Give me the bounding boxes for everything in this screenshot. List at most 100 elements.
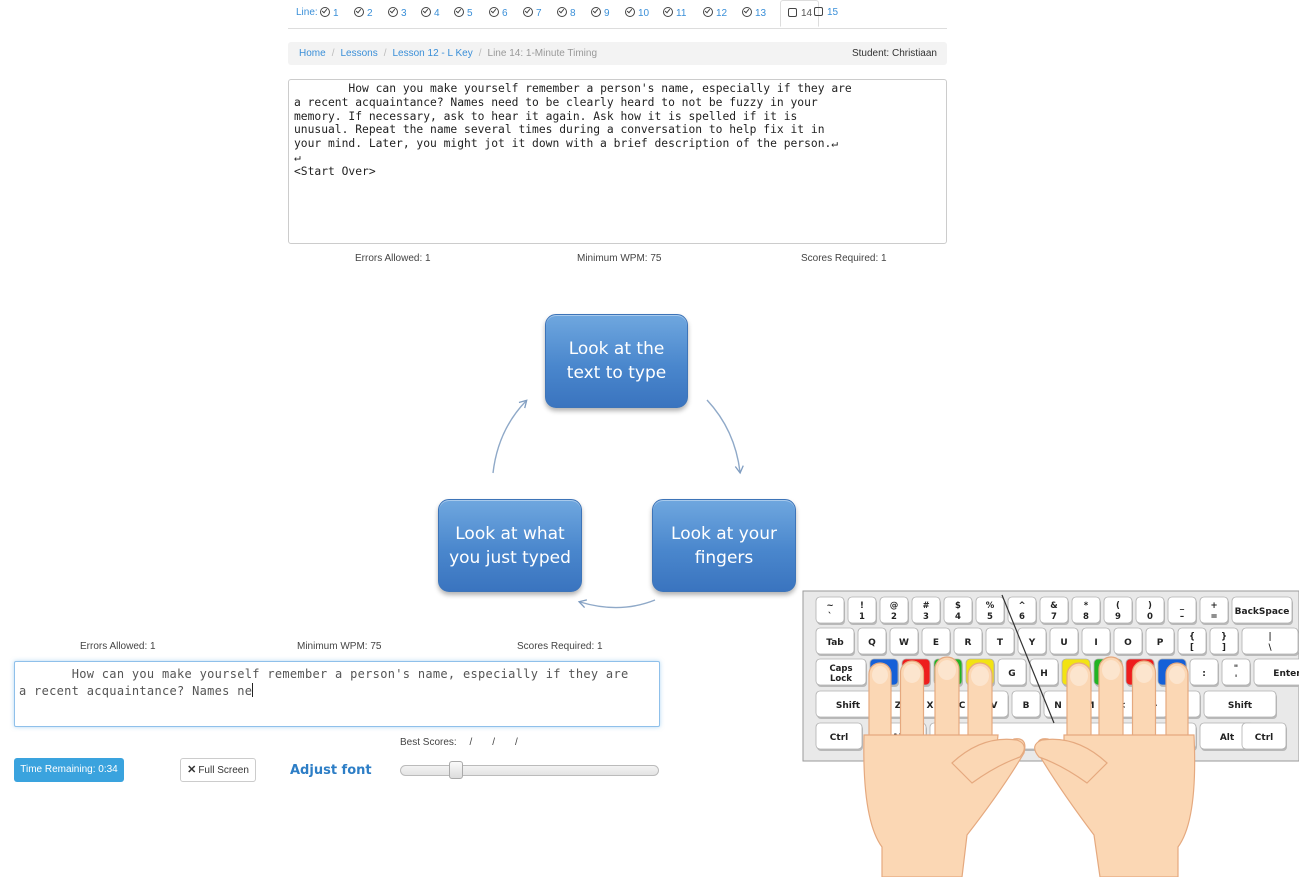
key-2 bbox=[879, 596, 909, 624]
tab-label: 13 bbox=[755, 8, 767, 19]
key-label: 0 bbox=[1147, 612, 1153, 622]
key-label-shift: " bbox=[1234, 664, 1238, 674]
key-label: X bbox=[927, 701, 934, 711]
tab-line-6[interactable]: 6 bbox=[489, 7, 508, 19]
check-circle-icon bbox=[454, 7, 464, 17]
key-Y bbox=[1017, 627, 1047, 655]
tab-line-12[interactable]: 12 bbox=[703, 7, 727, 19]
key-backspace bbox=[1231, 596, 1293, 624]
key-label: G bbox=[1008, 669, 1015, 679]
key-label: R bbox=[965, 638, 972, 648]
expand-icon: ✕ bbox=[187, 764, 197, 776]
font-size-slider[interactable] bbox=[400, 765, 659, 776]
left-ring-finger bbox=[899, 660, 925, 751]
tab-line-2[interactable]: 2 bbox=[354, 7, 373, 19]
errors-allowed: Errors Allowed: 1 bbox=[355, 253, 431, 264]
key-label: E bbox=[933, 638, 939, 648]
key-label: Shift bbox=[836, 701, 861, 711]
key-P bbox=[1145, 627, 1175, 655]
tab-line-14[interactable]: 14 bbox=[780, 0, 820, 27]
key-= bbox=[1199, 596, 1229, 624]
check-circle-icon bbox=[625, 7, 635, 17]
key-label: T bbox=[997, 638, 1004, 648]
breadcrumb: Home/Lessons/Lesson 12 - L Key/Line 14: … bbox=[299, 48, 598, 59]
tab-label: 4 bbox=[434, 8, 440, 19]
check-circle-icon bbox=[703, 7, 713, 17]
key-label: Tab bbox=[826, 638, 844, 648]
key-label: Caps bbox=[829, 664, 852, 674]
cycle-step-look-at-text-label: Look at the text to type bbox=[566, 339, 667, 383]
key-label-shift: + bbox=[1210, 601, 1217, 611]
key-U bbox=[1049, 627, 1079, 655]
key-label: ` bbox=[828, 611, 832, 622]
key-label: N bbox=[1054, 701, 1062, 711]
tab-line-4[interactable]: 4 bbox=[421, 7, 440, 19]
tab-line-1[interactable]: 1 bbox=[320, 7, 339, 19]
check-circle-icon bbox=[421, 7, 431, 17]
check-circle-icon bbox=[489, 7, 499, 17]
right-ring-finger-nail bbox=[1135, 664, 1153, 683]
right-middle-finger-nail bbox=[1102, 660, 1120, 680]
key-Tab bbox=[815, 627, 855, 655]
key-label: I bbox=[1094, 638, 1097, 648]
key-label: Shift bbox=[1228, 701, 1253, 711]
typing-input[interactable]: How can you make yourself remember a per… bbox=[14, 661, 660, 727]
tab-line-15[interactable]: 15 bbox=[814, 7, 838, 18]
left-middle-finger-nail bbox=[938, 660, 956, 680]
check-circle-icon bbox=[388, 7, 398, 17]
key-label-shift: | bbox=[1268, 632, 1271, 642]
breadcrumb-home[interactable]: Home bbox=[299, 48, 326, 59]
tab-line-8[interactable]: 8 bbox=[557, 7, 576, 19]
right-ring-finger bbox=[1131, 660, 1157, 751]
breadcrumb-lesson[interactable]: Lesson 12 - L Key bbox=[392, 48, 473, 59]
tab-line-10[interactable]: 10 bbox=[625, 7, 649, 19]
square-icon bbox=[788, 8, 797, 17]
tab-label: 14 bbox=[801, 8, 813, 19]
cycle-step-look-at-fingers-label: Look at your fingers bbox=[671, 523, 777, 568]
key-– bbox=[1167, 596, 1197, 624]
key-label-shift: % bbox=[986, 601, 995, 611]
key-Enter bbox=[1253, 658, 1299, 686]
right-pinky-finger-nail bbox=[1169, 666, 1185, 684]
key-label: H bbox=[1040, 669, 1048, 679]
key-B bbox=[1011, 690, 1041, 718]
key-label: : bbox=[1202, 669, 1206, 679]
tab-label: 3 bbox=[401, 8, 407, 19]
key-label-shift: } bbox=[1221, 632, 1227, 642]
cycle-step-look-at-fingers: Look at your fingers bbox=[652, 499, 796, 592]
key-label-shift: ) bbox=[1148, 601, 1152, 611]
key-punct bbox=[1221, 658, 1251, 686]
tab-label: 12 bbox=[716, 8, 728, 19]
key-label-shift: # bbox=[922, 601, 929, 611]
key-0 bbox=[1135, 596, 1165, 624]
cycle-step-look-at-typed-label: Look at what you just typed bbox=[449, 523, 571, 568]
tab-line-7[interactable]: 7 bbox=[523, 7, 542, 19]
key-` bbox=[815, 596, 845, 624]
check-circle-icon bbox=[354, 7, 364, 17]
tab-line-11[interactable]: 11 bbox=[663, 7, 686, 19]
key-5 bbox=[975, 596, 1005, 624]
key-label: – bbox=[1180, 612, 1184, 622]
tab-line-9[interactable]: 9 bbox=[591, 7, 610, 19]
key-label: P bbox=[1157, 638, 1164, 648]
key-ctrl bbox=[1241, 722, 1287, 750]
font-size-slider-handle[interactable] bbox=[449, 761, 463, 779]
left-pinky-finger-nail bbox=[872, 666, 888, 684]
tab-label: 8 bbox=[570, 8, 576, 19]
key-label: 9 bbox=[1115, 612, 1121, 622]
breadcrumb-lessons[interactable]: Lessons bbox=[340, 48, 378, 59]
tab-label: 10 bbox=[638, 8, 650, 19]
tab-label: 15 bbox=[827, 7, 839, 18]
tab-line-3[interactable]: 3 bbox=[388, 7, 407, 19]
key-G bbox=[997, 658, 1027, 686]
arrow-left-to-top bbox=[492, 399, 528, 474]
check-circle-icon bbox=[591, 7, 601, 17]
key-label: U bbox=[1060, 638, 1067, 648]
full-screen-button[interactable]: ✕Full Screen bbox=[180, 758, 256, 782]
key-R bbox=[953, 627, 983, 655]
key-label-shift: ~ bbox=[826, 601, 833, 611]
tab-line-13[interactable]: 13 bbox=[742, 7, 766, 19]
key-label: 5 bbox=[987, 612, 993, 622]
tab-line-5[interactable]: 5 bbox=[454, 7, 473, 19]
